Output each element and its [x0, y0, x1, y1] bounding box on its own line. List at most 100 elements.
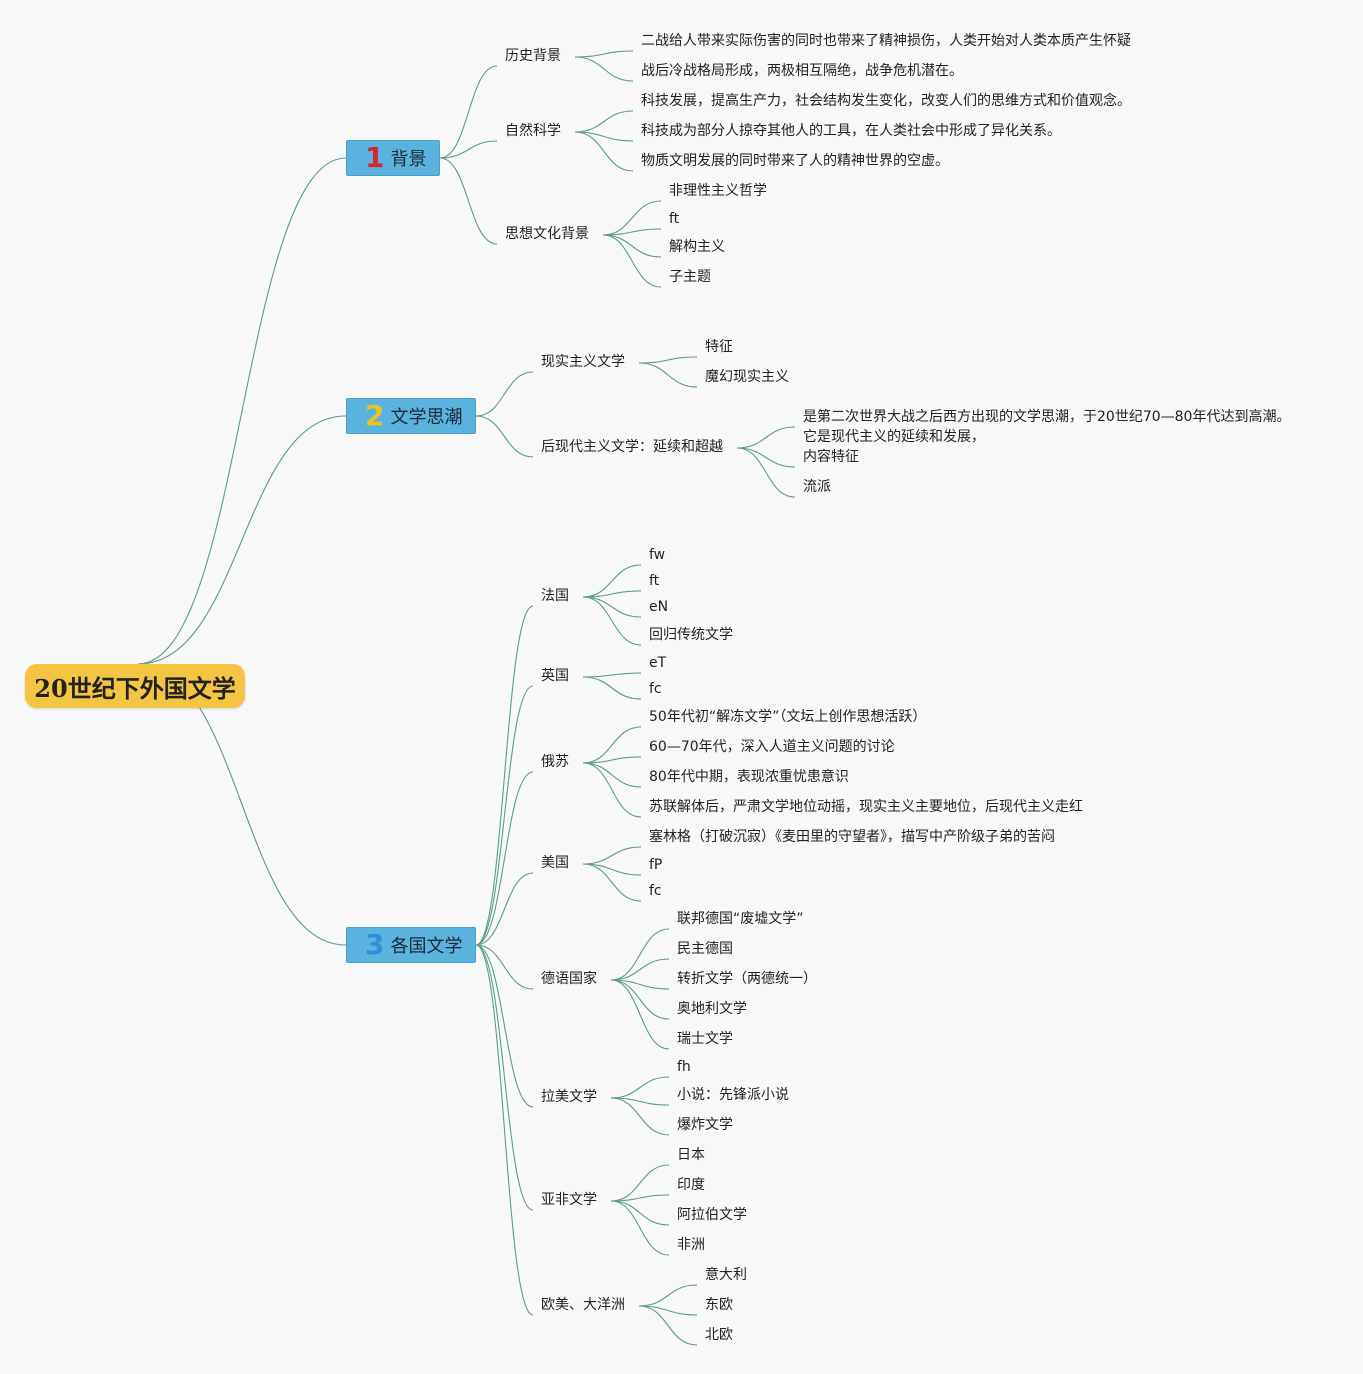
connector-subtopic-leaf	[602, 234, 662, 288]
leaf-topic[interactable]: 塞林格（打破沉寂）《麦田里的守望者》，描写中产阶级子弟的苦闷	[649, 829, 1055, 845]
connector-subtopic-leaf	[602, 228, 662, 236]
leaf-topic[interactable]: 科技发展，提高生产力，社会结构发生变化，改变人们的思维方式和价值观念。	[641, 93, 1131, 109]
subtopic[interactable]: 欧美、大洋洲	[541, 1297, 625, 1313]
connector-subtopic-leaf	[582, 846, 642, 865]
connector-subtopic-leaf	[574, 131, 634, 142]
connector-topic-subtopic	[475, 685, 534, 946]
leaf-topic[interactable]: 北欧	[705, 1327, 733, 1343]
leaf-topic[interactable]: 科技成为部分人掠夺其他人的工具，在人类社会中形成了异化关系。	[641, 123, 1061, 139]
leaf-topic[interactable]: 日本	[677, 1147, 705, 1163]
root-topic[interactable]: 20世纪下外国文学	[25, 664, 245, 708]
connector-subtopic-leaf	[610, 1164, 670, 1202]
connector-subtopic-leaf	[736, 426, 796, 449]
leaf-topic[interactable]: 特征	[705, 339, 733, 355]
connector-subtopic-leaf	[610, 979, 670, 990]
subtopic[interactable]: 自然科学	[505, 123, 561, 139]
connector-subtopic-leaf	[574, 110, 634, 133]
subtopic[interactable]: 美国	[541, 855, 569, 871]
connector-subtopic-leaf	[638, 356, 698, 364]
leaf-topic[interactable]: 民主德国	[677, 941, 733, 957]
leaf-topic[interactable]: 子主题	[669, 269, 711, 285]
leaf-topic[interactable]: 解构主义	[669, 239, 725, 255]
subtopic[interactable]: 思想文化背景	[505, 226, 589, 242]
connector-topic-subtopic	[439, 140, 498, 159]
leaf-topic[interactable]: 苏联解体后，严肃文学地位动摇，现实主义主要地位，后现代主义走红	[649, 799, 1083, 815]
leaf-topic[interactable]: 非洲	[677, 1237, 705, 1253]
leaf-topic[interactable]: 二战给人带来实际伤害的同时也带来了精神损伤，人类开始对人类本质产生怀疑	[641, 33, 1131, 49]
leaf-topic[interactable]: 非理性主义哲学	[669, 183, 767, 199]
connector-subtopic-leaf	[582, 564, 642, 598]
connector-subtopic-leaf	[736, 447, 796, 498]
leaf-topic[interactable]: 奥地利文学	[677, 1001, 747, 1017]
subtopic[interactable]: 英国	[541, 668, 569, 684]
connector-subtopic-leaf	[582, 596, 642, 646]
leaf-topic[interactable]: fP	[649, 857, 663, 873]
connector-root-topic	[137, 157, 347, 665]
leaf-topic[interactable]: fh	[677, 1059, 691, 1075]
leaf-topic[interactable]: 魔幻现实主义	[705, 369, 789, 385]
leaf-topic[interactable]: 战后冷战格局形成，两极相互隔绝，战争危机潜在。	[641, 63, 963, 79]
leaf-topic[interactable]: eT	[649, 655, 667, 671]
connector-subtopic-leaf	[610, 979, 670, 1050]
connector-subtopic-leaf	[736, 447, 796, 468]
connector-subtopic-leaf	[638, 1284, 698, 1307]
connector-root-topic	[137, 415, 347, 665]
leaf-topic[interactable]: 印度	[677, 1177, 705, 1193]
leaf-topic[interactable]: 小说：先锋派小说	[677, 1087, 789, 1103]
leaf-topic[interactable]: 阿拉伯文学	[677, 1207, 747, 1223]
connector-subtopic-leaf	[610, 1194, 670, 1202]
connector-topic-subtopic	[475, 944, 534, 990]
connector-subtopic-leaf	[610, 979, 670, 1020]
leaf-topic[interactable]: 瑞士文学	[677, 1031, 733, 1047]
connector-subtopic-leaf	[582, 676, 642, 700]
connector-subtopic-leaf	[638, 1305, 698, 1316]
connector-subtopic-leaf	[582, 863, 642, 876]
connector-subtopic-leaf	[610, 1097, 670, 1136]
leaf-topic[interactable]: fw	[649, 547, 666, 563]
connector-subtopic-leaf	[638, 362, 698, 388]
leaf-topic[interactable]: 内容特征	[803, 449, 859, 465]
leaf-topic[interactable]: ft	[649, 573, 660, 589]
leaf-topic[interactable]: 是第二次世界大战之后西方出现的文学思潮，于20世纪70—80年代达到高潮。它是现…	[803, 409, 1291, 445]
connector-subtopic-leaf	[610, 1200, 670, 1256]
leaf-topic[interactable]: 60—70年代，深入人道主义问题的讨论	[649, 739, 895, 755]
subtopic[interactable]: 历史背景	[505, 48, 561, 64]
connector-topic-subtopic	[475, 371, 534, 417]
connector-subtopic-leaf	[610, 1097, 670, 1106]
subtopic[interactable]: 后现代主义文学：延续和超越	[541, 439, 723, 455]
connector-subtopic-leaf	[574, 131, 634, 172]
connector-subtopic-leaf	[610, 928, 670, 981]
leaf-topic[interactable]: ft	[669, 211, 680, 227]
subtopic[interactable]: 法国	[541, 588, 569, 604]
leaf-topic[interactable]: 东欧	[705, 1297, 733, 1313]
leaf-topic[interactable]: 物质文明发展的同时带来了人的精神世界的空虚。	[641, 153, 949, 169]
leaf-topic[interactable]: 50年代初“解冻文学”（文坛上创作思想活跃）	[649, 709, 927, 725]
leaf-topic[interactable]: 爆炸文学	[677, 1117, 733, 1133]
root-label: 20世纪下外国文学	[34, 673, 236, 703]
connector-subtopic-leaf	[610, 1200, 670, 1226]
connector-subtopic-leaf	[582, 756, 642, 764]
leaf-topic[interactable]: fc	[649, 681, 662, 697]
leaf-topic[interactable]: fc	[649, 883, 662, 899]
connector-topic-subtopic	[475, 944, 534, 1211]
leaf-topic[interactable]: 80年代中期，表现浓重忧患意识	[649, 769, 849, 785]
subtopic[interactable]: 亚非文学	[541, 1192, 597, 1208]
main-topic-label: 各国文学	[390, 936, 463, 957]
leaf-topic[interactable]: 意大利	[705, 1267, 747, 1283]
subtopic[interactable]: 俄苏	[541, 754, 569, 770]
leaf-topic[interactable]: 流派	[803, 479, 831, 495]
connector-subtopic-leaf	[574, 50, 634, 58]
subtopic[interactable]: 现实主义文学	[541, 354, 625, 370]
leaf-topic[interactable]: 回归传统文学	[649, 627, 733, 643]
leaf-topic[interactable]: 转折文学（两德统一）	[677, 971, 817, 987]
connector-subtopic-leaf	[582, 672, 642, 678]
connector-topic-subtopic	[439, 65, 498, 159]
leaf-topic[interactable]: 联邦德国“废墟文学”	[677, 911, 804, 927]
subtopic[interactable]: 德语国家	[541, 971, 597, 987]
subtopic[interactable]: 拉美文学	[541, 1089, 597, 1105]
leaf-topic[interactable]: eN	[649, 599, 669, 615]
